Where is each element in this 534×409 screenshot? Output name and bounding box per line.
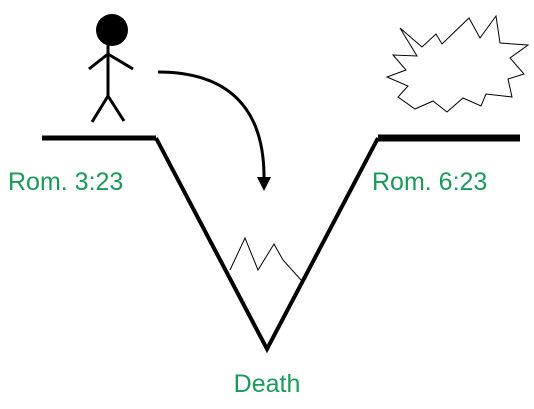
zigzag-icon <box>229 236 302 281</box>
death-label: Death <box>234 370 301 398</box>
stick-figure-icon <box>88 14 134 123</box>
right-verse-label: Rom. 6:23 <box>372 168 487 196</box>
left-verse-label: Rom. 3:23 <box>8 168 123 196</box>
starburst-icon <box>385 14 530 113</box>
chasm-v <box>154 137 380 354</box>
curved-arrow-down-icon <box>157 70 271 191</box>
